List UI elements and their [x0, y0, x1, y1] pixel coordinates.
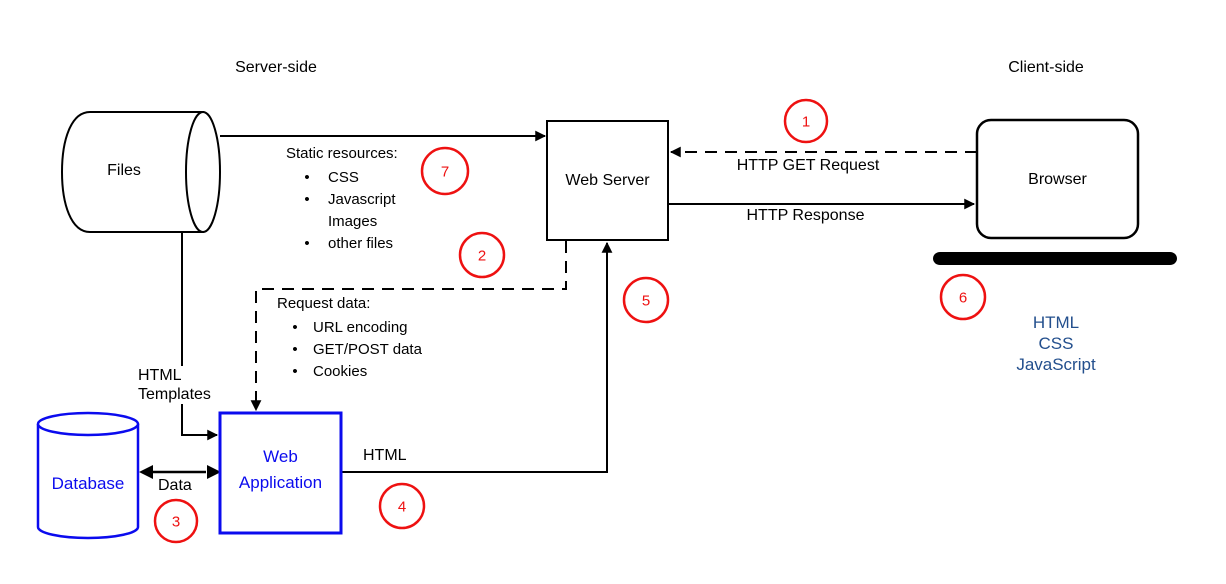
data-arrowhead-right	[207, 465, 221, 479]
web-server-label: Web Server	[565, 172, 650, 189]
request-data-item-text: GET/POST data	[313, 341, 422, 358]
request-data-title: Request data:	[277, 295, 371, 312]
client-outputs-list: HTML CSS JavaScript	[990, 312, 1122, 375]
step-5-circle	[622, 276, 670, 324]
web-application-label: Web Application	[220, 444, 341, 496]
database-cylinder	[36, 411, 140, 540]
request-data-item-text: URL encoding	[313, 319, 408, 336]
static-resources-item: Images	[286, 211, 398, 233]
request-data-item: • GET/POST data	[277, 339, 422, 361]
data-label: Data	[156, 477, 194, 495]
request-data-item-text: Cookies	[313, 363, 368, 380]
html-templates-arrow	[181, 232, 219, 441]
request-data-note: Request data: • URL encoding • GET/POST da…	[277, 294, 422, 383]
step-2-circle	[458, 231, 506, 279]
browser-label: Browser	[1028, 171, 1087, 188]
html-to-webserver-arrow	[341, 241, 613, 473]
html-edge-label: HTML	[363, 447, 407, 464]
static-resources-title: Static resources:	[286, 145, 398, 162]
client-output-javascript: JavaScript	[1016, 355, 1096, 374]
step-4-circle	[378, 482, 426, 530]
html-templates-label-line2: Templates	[138, 386, 211, 403]
step-7-circle	[420, 146, 470, 196]
step-3-circle	[153, 498, 199, 544]
files-cylinder	[60, 111, 221, 233]
step-1-circle	[783, 98, 829, 144]
request-data-item: • URL encoding	[277, 317, 422, 339]
server-side-label: Server-side	[235, 59, 317, 76]
html-templates-label-line1: HTML	[138, 367, 182, 384]
static-resources-item: • Javascript	[286, 189, 398, 211]
static-resources-note: Static resources: • CSS • Javascript Image…	[286, 144, 398, 255]
bullet: •	[292, 319, 298, 336]
step-6-circle	[939, 273, 987, 321]
html-templates-label: HTML Templates	[136, 366, 213, 404]
static-resources-item: • CSS	[286, 167, 398, 189]
step-1-number: 1	[801, 113, 811, 131]
web-application-label-line1: Web	[263, 447, 298, 466]
step-7-number: 7	[440, 163, 450, 181]
browser-box	[975, 118, 1140, 240]
request-data-item: • Cookies	[277, 361, 422, 383]
request-data-dashed-arrow	[250, 241, 567, 412]
step-3-number: 3	[171, 513, 181, 531]
http-get-request-label: HTTP GET Request	[736, 157, 880, 174]
step-5-number: 5	[641, 292, 651, 310]
bullet: •	[304, 235, 310, 252]
static-resources-item-text: other files	[328, 235, 394, 252]
static-resources-item-text: Images	[328, 213, 378, 230]
static-resources-item-text: CSS	[328, 169, 359, 186]
bullet: •	[304, 191, 310, 208]
client-output-css: CSS	[1038, 334, 1074, 353]
http-response-label: HTTP Response	[746, 207, 865, 224]
bullet: •	[292, 341, 298, 358]
step-6-number: 6	[958, 289, 968, 307]
bullet: •	[304, 169, 310, 186]
web-application-label-line2: Application	[238, 473, 323, 492]
web-server-box	[546, 120, 669, 241]
client-output-html: HTML	[1032, 313, 1080, 332]
data-arrowhead-left	[139, 465, 153, 479]
laptop-base-bar	[933, 252, 1177, 265]
step-4-number: 4	[397, 498, 407, 516]
static-resources-item-text: Javascript	[328, 191, 396, 208]
web-application-box	[218, 411, 343, 535]
client-side-label: Client-side	[1008, 59, 1084, 76]
bullet: •	[292, 363, 298, 380]
static-resources-item: • other files	[286, 233, 398, 255]
files-label: Files	[107, 162, 141, 179]
database-label: Database	[51, 474, 125, 493]
step-2-number: 2	[477, 247, 487, 265]
